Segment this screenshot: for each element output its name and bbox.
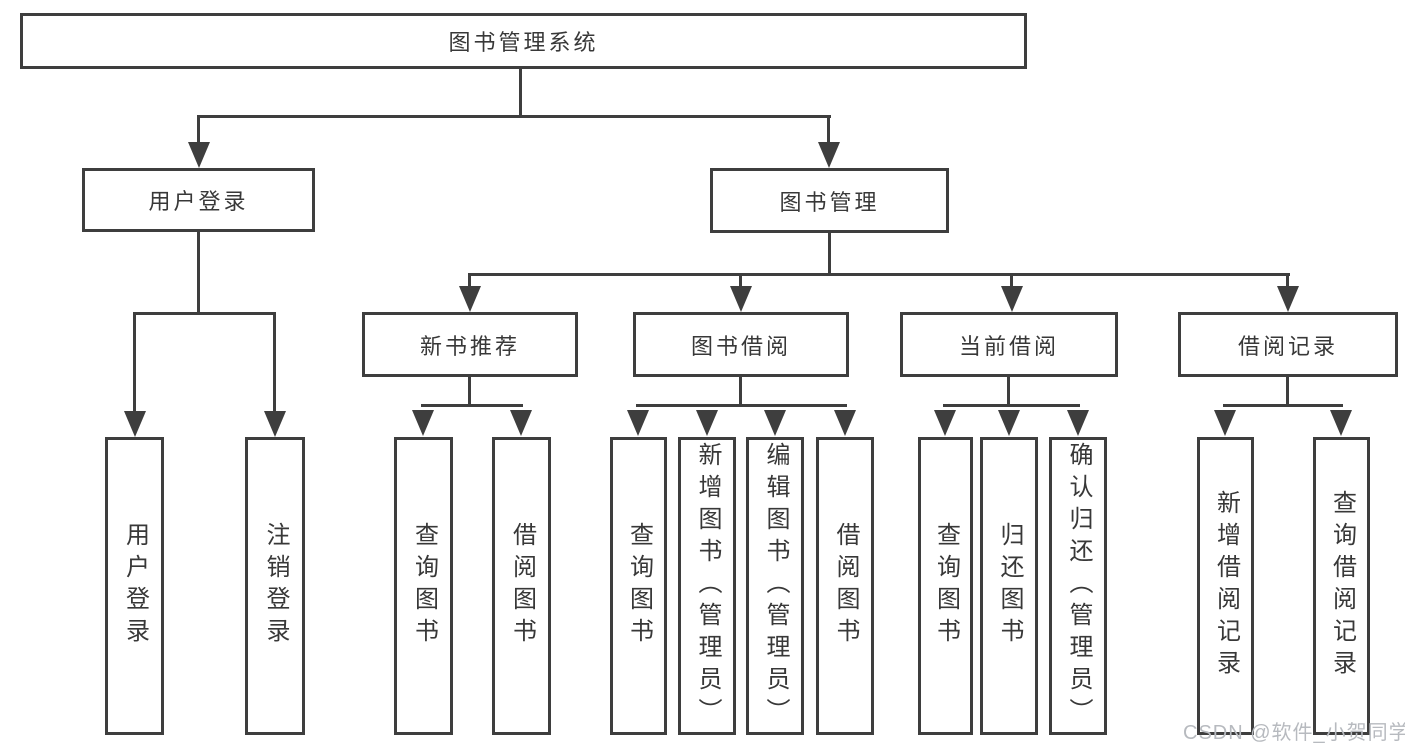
arrow-down-icon xyxy=(834,410,856,436)
node-user-login: 用户登录 xyxy=(82,168,315,232)
connector-records-stem xyxy=(1286,377,1289,407)
leaf-confirm-return-admin: 确认归还（管理员） xyxy=(1049,437,1107,735)
leaf-edit-book-admin: 编辑图书（管理员） xyxy=(746,437,804,735)
node-book-borrowing-label: 图书借阅 xyxy=(690,333,791,359)
leaf-logout-label: 注销登录 xyxy=(262,522,289,650)
connector-root-hline xyxy=(197,115,831,118)
leaf-query-books-current: 查询图书 xyxy=(918,437,973,735)
leaf-query-books-recommend-label: 查询图书 xyxy=(410,522,438,650)
leaf-user-login-label: 用户登录 xyxy=(121,522,149,650)
arrow-down-icon xyxy=(998,410,1020,436)
connector-current-stem xyxy=(1007,377,1010,407)
connector-user-login-shaft xyxy=(197,115,200,145)
arrow-down-icon xyxy=(124,411,146,437)
leaf-query-books-borrow: 查询图书 xyxy=(610,437,667,735)
arrow-down-icon xyxy=(934,410,956,436)
leaf-borrow-books-borrow-label: 借阅图书 xyxy=(832,522,859,650)
connector-newbook-hline xyxy=(421,404,523,407)
leaf-edit-book-admin-label: 编辑图书（管理员） xyxy=(762,442,789,730)
arrow-down-icon xyxy=(510,410,532,436)
leaf-query-borrow-record-label: 查询借阅记录 xyxy=(1328,490,1356,682)
leaf-logout: 注销登录 xyxy=(245,437,305,735)
connector-book-mgmt-stem xyxy=(828,233,831,276)
node-borrowing-records-label: 借阅记录 xyxy=(1237,333,1338,359)
leaf-borrow-books-recommend: 借阅图书 xyxy=(492,437,551,735)
connector-user-login-hline xyxy=(133,312,276,315)
connector-l3-shaft xyxy=(1010,273,1013,287)
connector-l3-shaft xyxy=(739,273,742,287)
node-user-login-label: 用户登录 xyxy=(148,189,249,214)
leaf-confirm-return-admin-label: 确认归还（管理员） xyxy=(1065,442,1092,730)
leaf-add-book-admin: 新增图书（管理员） xyxy=(678,437,736,735)
arrow-down-icon xyxy=(188,142,210,168)
connector-records-hline xyxy=(1223,404,1343,407)
arrow-down-icon xyxy=(1330,410,1352,436)
node-book-management: 图书管理 xyxy=(710,168,949,233)
arrow-down-icon xyxy=(412,410,434,436)
node-new-book-recommendation: 新书推荐 xyxy=(362,312,578,377)
connector-l3-shaft xyxy=(468,273,471,287)
arrow-down-icon xyxy=(459,286,481,312)
node-borrowing-records: 借阅记录 xyxy=(1178,312,1398,377)
node-current-borrowing-label: 当前借阅 xyxy=(958,333,1059,359)
connector-book-mgmt-hline xyxy=(468,273,1290,276)
arrow-down-icon xyxy=(764,410,786,436)
connector-current-hline xyxy=(943,404,1080,407)
leaf-query-books-current-label: 查询图书 xyxy=(932,522,960,650)
arrow-down-icon xyxy=(1067,410,1089,436)
arrow-down-icon xyxy=(730,286,752,312)
csdn-watermark: CSDN @软件_小贺同学 xyxy=(1183,722,1405,744)
connector-book-mgmt-shaft xyxy=(827,115,830,145)
arrow-down-icon xyxy=(627,410,649,436)
arrow-down-icon xyxy=(696,410,718,436)
connector-borrowing-hline xyxy=(636,404,847,407)
arrow-down-icon xyxy=(264,411,286,437)
arrow-down-icon xyxy=(1001,286,1023,312)
node-root: 图书管理系统 xyxy=(20,13,1027,69)
node-book-management-label: 图书管理 xyxy=(779,189,880,215)
leaf-user-login: 用户登录 xyxy=(105,437,164,735)
connector-user-login-stem xyxy=(197,232,200,315)
arrow-down-icon xyxy=(1277,286,1299,312)
leaf-query-books-borrow-label: 查询图书 xyxy=(625,522,653,650)
node-root-label: 图书管理系统 xyxy=(448,30,599,55)
arrow-down-icon xyxy=(1214,410,1236,436)
connector-leaf-shaft xyxy=(133,312,136,412)
leaf-query-books-recommend: 查询图书 xyxy=(394,437,453,735)
connector-newbook-stem xyxy=(468,377,471,407)
leaf-query-borrow-record: 查询借阅记录 xyxy=(1313,437,1370,735)
leaf-add-borrow-record-label: 新增借阅记录 xyxy=(1212,490,1240,682)
leaf-return-book: 归还图书 xyxy=(980,437,1038,735)
leaf-return-book-label: 归还图书 xyxy=(996,522,1023,650)
leaf-add-book-admin-label: 新增图书（管理员） xyxy=(694,442,721,730)
node-current-borrowing: 当前借阅 xyxy=(900,312,1118,377)
leaf-borrow-books-recommend-label: 借阅图书 xyxy=(508,522,536,650)
connector-l3-shaft xyxy=(1286,273,1289,287)
connector-root-stem xyxy=(519,69,522,118)
connector-leaf-shaft xyxy=(273,312,276,412)
node-new-book-recommendation-label: 新书推荐 xyxy=(419,333,520,359)
node-book-borrowing: 图书借阅 xyxy=(633,312,849,377)
leaf-add-borrow-record: 新增借阅记录 xyxy=(1197,437,1254,735)
arrow-down-icon xyxy=(818,142,840,168)
connector-borrowing-stem xyxy=(739,377,742,407)
leaf-borrow-books-borrow: 借阅图书 xyxy=(816,437,874,735)
